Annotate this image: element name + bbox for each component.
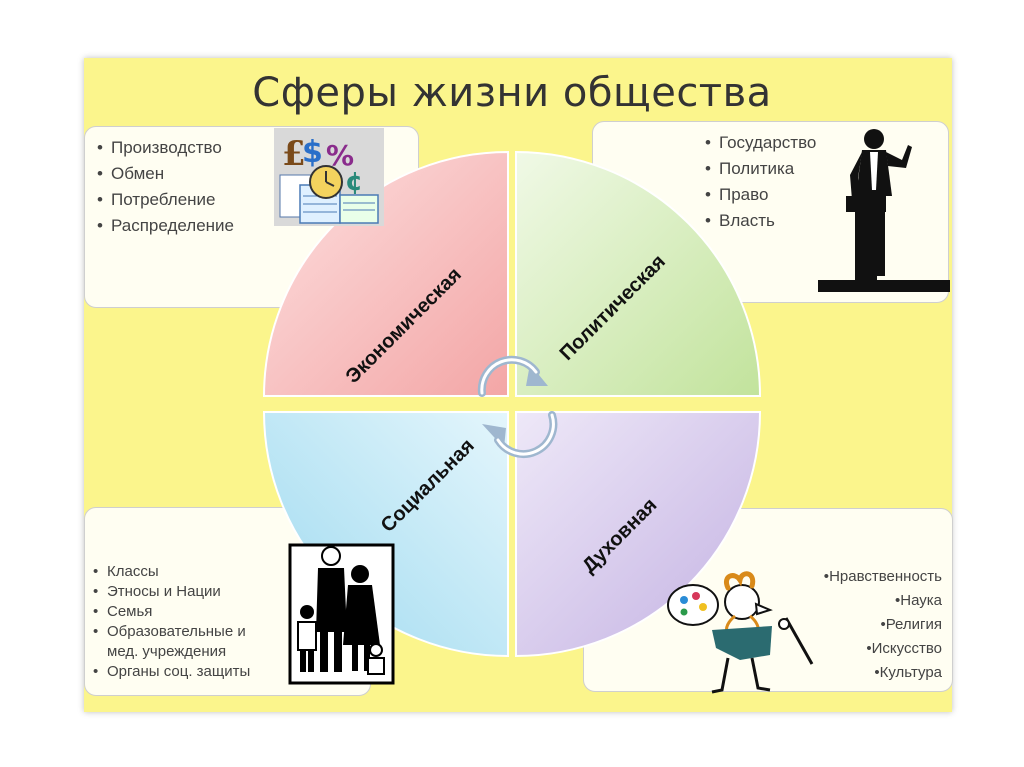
list-item: •Потребление — [97, 190, 216, 209]
list-item: мед. учреждения — [107, 643, 227, 660]
list-item: •Культура — [874, 664, 942, 681]
list-item: •Искусство — [866, 640, 942, 657]
list-item: •Право — [705, 185, 769, 204]
list-item: •Классы — [93, 563, 159, 580]
list-item: •Производство — [97, 138, 222, 157]
finance-icon: £ $ % ¢ — [274, 128, 384, 226]
list-item: •Нравственность — [823, 568, 942, 585]
svg-text:£: £ — [282, 134, 306, 174]
spiritual-quadrant — [515, 411, 762, 658]
list-item: •Политика — [705, 159, 795, 178]
list-item: •Наука — [894, 592, 942, 609]
page-title: Сферы жизни общества — [252, 70, 772, 116]
political-quadrant — [515, 150, 762, 397]
speaker-at-podium-icon — [818, 129, 950, 292]
list-item: •Обмен — [97, 164, 165, 183]
svg-text:¢: ¢ — [345, 167, 363, 197]
list-item: •Религия — [880, 616, 942, 633]
list-item: •Этносы и Нации — [93, 583, 221, 600]
list-item: •Власть — [705, 211, 775, 230]
list-item: •Семья — [93, 603, 153, 620]
list-item: •Органы соц. защиты — [93, 663, 251, 680]
painter-icon — [667, 571, 814, 694]
svg-text:$: $ — [302, 135, 323, 170]
list-item: •Распределение — [97, 216, 234, 235]
list-item: •Государство — [705, 133, 817, 152]
political-items-list: •Государство •Политика •Право •Власть — [705, 134, 816, 238]
spiritual-items-list: •Нравственность •Наука •Религия •Искусст… — [815, 569, 942, 689]
list-item: •Образовательные и — [93, 623, 246, 640]
social-items-list: •Классы •Этносы и Нации •Семья •Образова… — [93, 564, 250, 684]
family-icon — [288, 543, 395, 685]
economic-items-list: •Производство •Обмен •Потребление •Распр… — [97, 139, 234, 243]
